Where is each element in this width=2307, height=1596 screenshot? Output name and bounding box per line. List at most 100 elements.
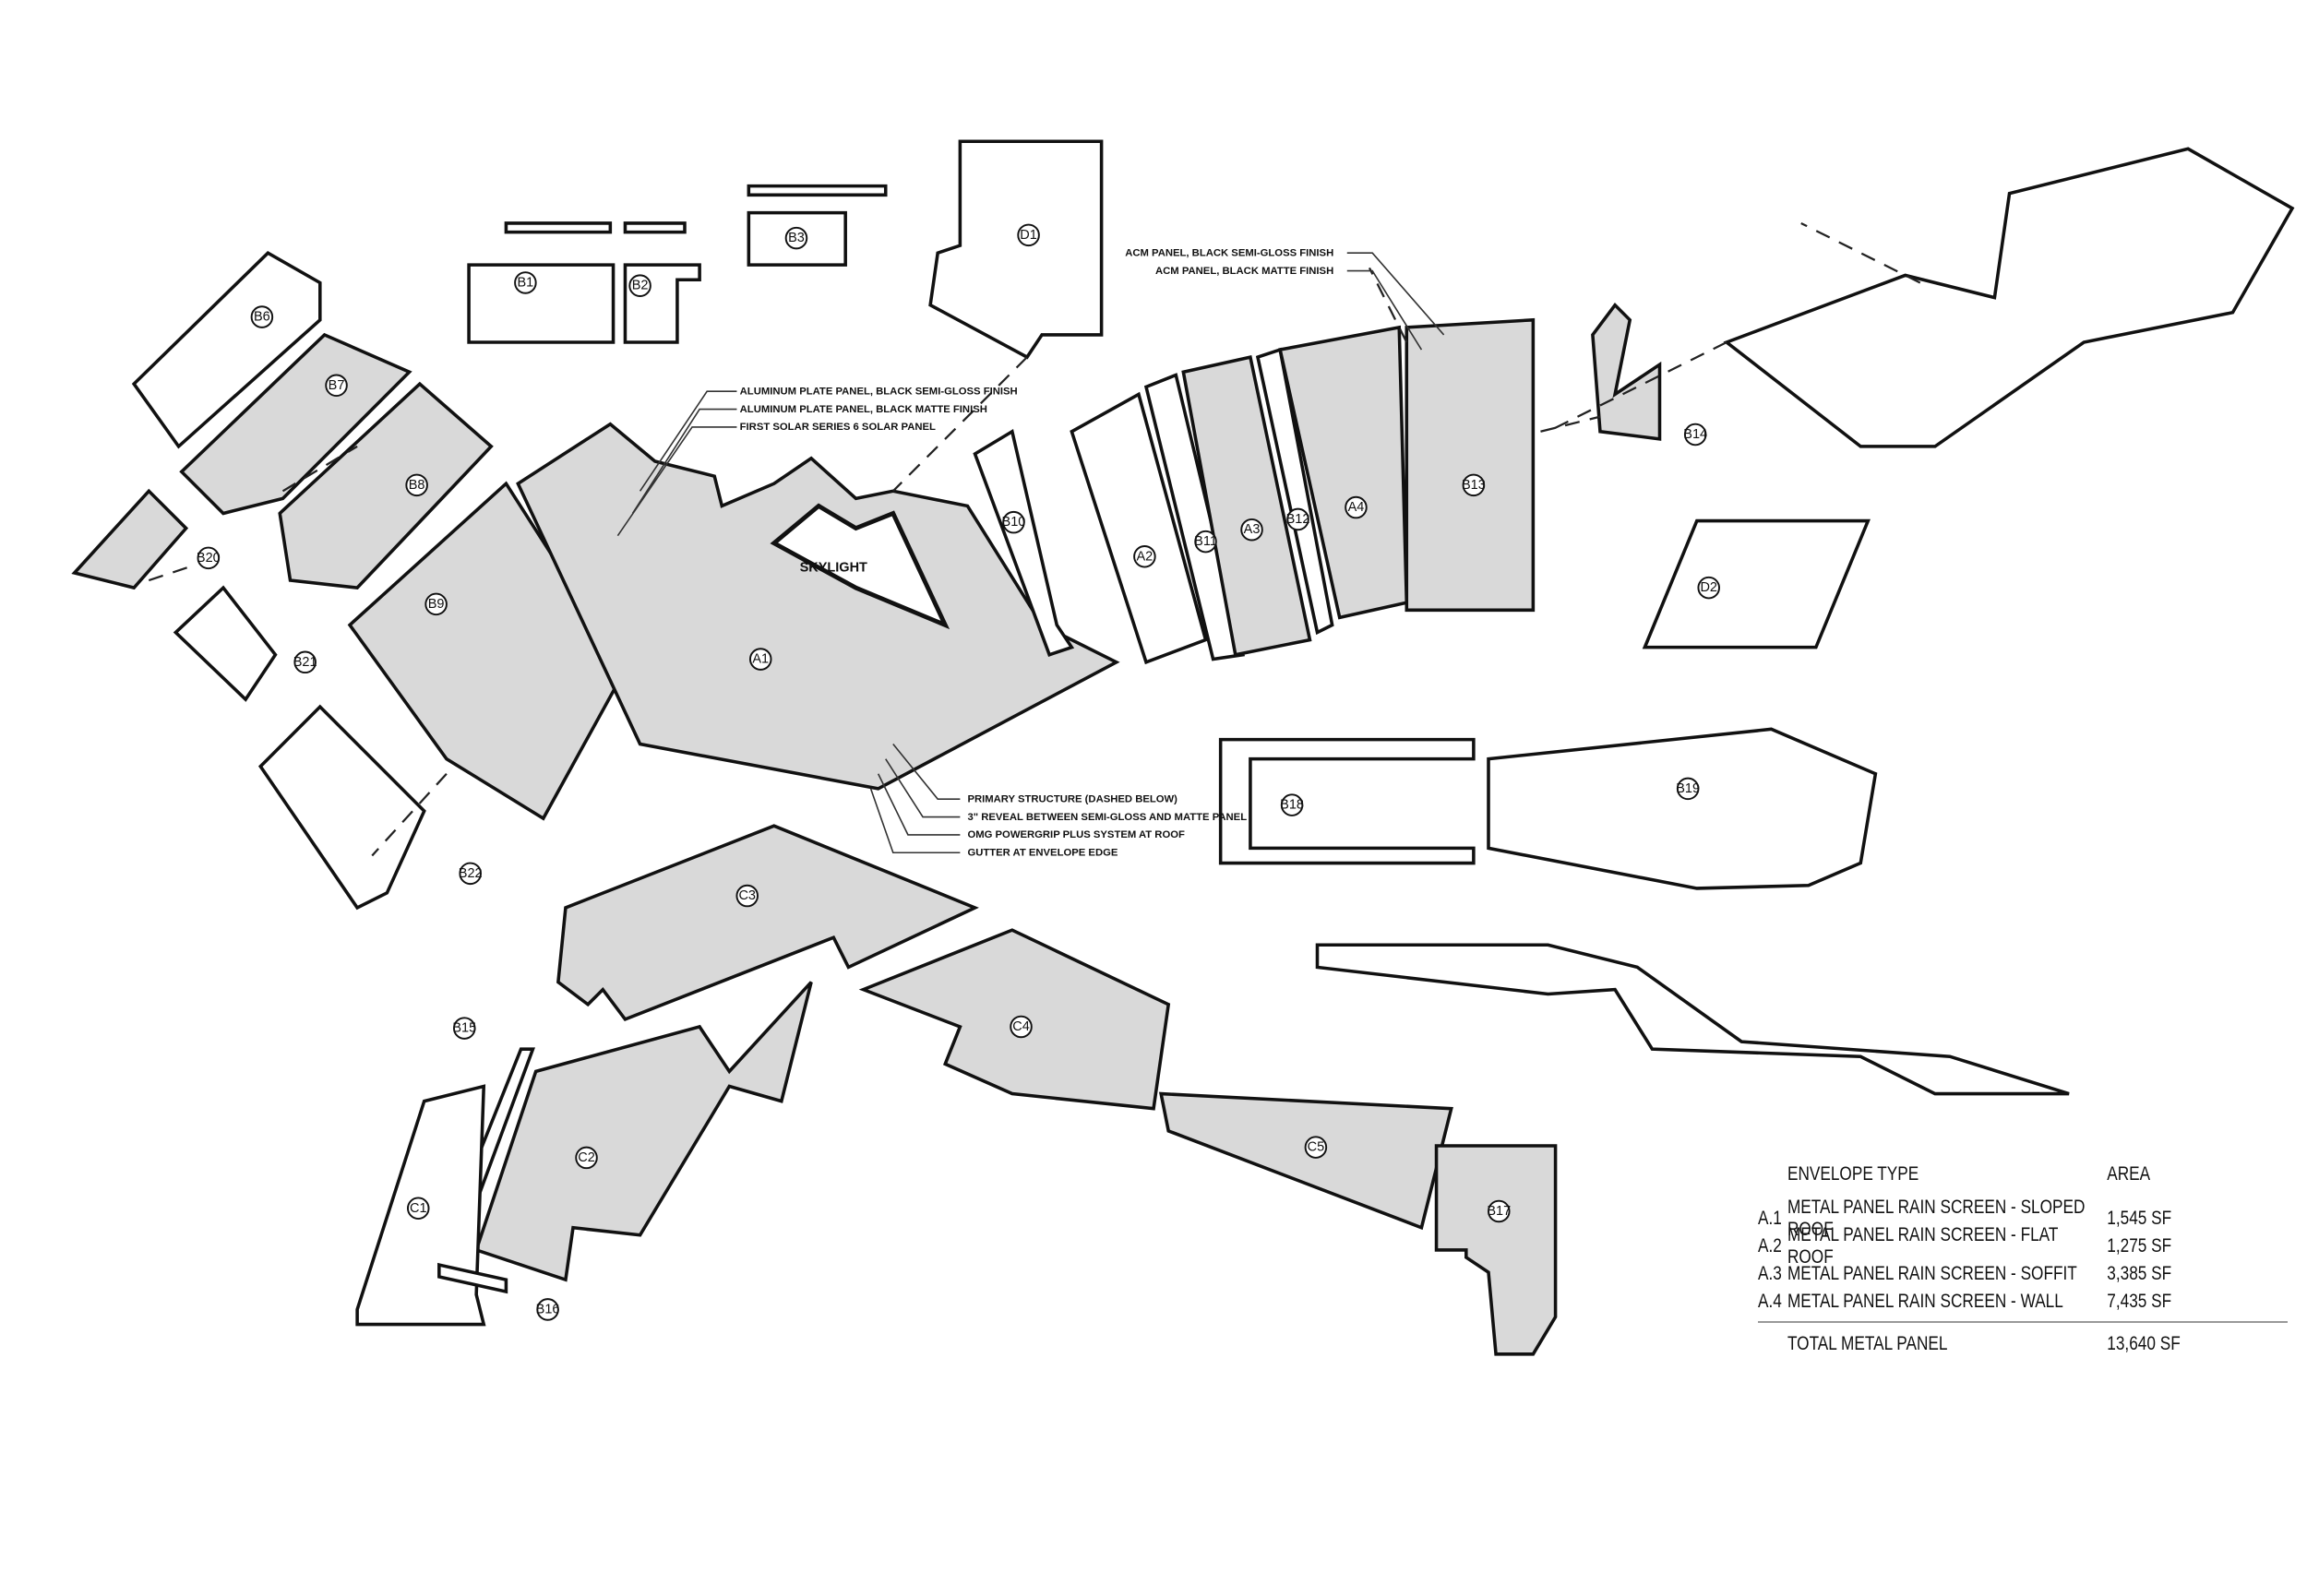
panel-b19: [1487, 727, 1878, 890]
svg-text:C1: C1: [410, 1201, 427, 1216]
row-area: 1,275 SF: [2107, 1235, 2172, 1257]
svg-text:C5: C5: [1308, 1140, 1325, 1155]
panel-tag: B10: [1002, 510, 1025, 534]
panel-tag: D1: [1017, 223, 1040, 247]
svg-text:B17: B17: [1487, 1204, 1511, 1219]
svg-text:B6: B6: [254, 310, 270, 325]
panel-b21: [173, 585, 278, 702]
total-label: TOTAL METAL PANEL: [1787, 1333, 1948, 1354]
panel-strip: [747, 184, 888, 197]
svg-text:B11: B11: [1194, 534, 1217, 549]
panel-tag: B17: [1487, 1199, 1511, 1223]
panel-tag: B9: [424, 592, 448, 616]
panel-d2: [1642, 518, 1871, 649]
svg-text:B2: B2: [632, 279, 649, 293]
row-code: A.1: [1758, 1208, 1782, 1229]
panel-b18: [1218, 737, 1476, 865]
header-envelope-type: ENVELOPE TYPE: [1787, 1163, 1919, 1185]
svg-text:C4: C4: [1012, 1019, 1030, 1034]
panel-tag: C2: [575, 1146, 598, 1170]
panel-b12: [1255, 347, 1334, 636]
notes-roof-bottom: PRIMARY STRUCTURE (DASHED BELOW) 3" REVE…: [869, 743, 1247, 858]
note-acm-matte: ACM PANEL, BLACK MATTE FINISH: [1155, 266, 1333, 277]
panel-tag: C3: [735, 884, 759, 908]
table-divider: [1758, 1321, 2288, 1323]
panel-d1: [928, 139, 1104, 360]
panel-tag: B2: [628, 274, 651, 297]
table-header: ENVELOPE TYPE AREA: [1758, 1161, 2193, 1188]
row-code: A.3: [1758, 1263, 1782, 1284]
svg-text:C2: C2: [578, 1150, 595, 1165]
panel-tag: A1: [748, 648, 772, 671]
svg-text:B8: B8: [409, 478, 425, 493]
svg-text:B15: B15: [452, 1021, 476, 1036]
panel-b22: [257, 704, 426, 911]
panel-strip: [623, 221, 687, 234]
svg-text:A3: A3: [1244, 522, 1261, 537]
panel-b6: [131, 251, 322, 449]
note-semi-gloss: ALUMINUM PLATE PANEL, BLACK SEMI-GLOSS F…: [740, 386, 1018, 397]
row-area: 3,385 SF: [2107, 1263, 2172, 1284]
dashed-projection-lines: [148, 221, 1921, 857]
svg-text:B3: B3: [788, 231, 805, 245]
panel-c3: [556, 824, 979, 1022]
svg-text:B19: B19: [1676, 781, 1700, 796]
panel-b1: [467, 263, 616, 344]
note-reveal: 3" REVEAL BETWEEN SEMI-GLOSS AND MATTE P…: [967, 812, 1247, 823]
svg-text:B20: B20: [197, 551, 221, 566]
panel-tag: B20: [197, 546, 221, 570]
panel-b16: [437, 1262, 508, 1294]
svg-text:B14: B14: [1683, 427, 1707, 442]
row-type: METAL PANEL RAIN SCREEN - SOFFIT: [1787, 1263, 2077, 1284]
panel-tag: B6: [250, 305, 274, 328]
panel-tag: B14: [1683, 423, 1707, 447]
svg-text:B1: B1: [518, 275, 534, 290]
panel-tag: C5: [1304, 1136, 1328, 1159]
panel-b17: [1434, 1144, 1558, 1356]
svg-text:B9: B9: [428, 597, 445, 612]
skylight-label: SKYLIGHT: [800, 560, 867, 575]
notes-acm: ACM PANEL, BLACK SEMI-GLOSS FINISH ACM P…: [1125, 247, 1445, 351]
svg-text:B21: B21: [293, 655, 317, 670]
panel-b7: [179, 332, 412, 516]
note-acm-semi-gloss: ACM PANEL, BLACK SEMI-GLOSS FINISH: [1125, 247, 1333, 258]
panel-b20: [71, 488, 189, 590]
svg-text:C3: C3: [738, 888, 756, 903]
panel-tag: B18: [1280, 793, 1304, 816]
panel-tag: B7: [325, 374, 348, 398]
panel-strip: [1315, 943, 2070, 1096]
svg-text:B13: B13: [1462, 478, 1486, 493]
note-primary-structure: PRIMARY STRUCTURE (DASHED BELOW): [967, 793, 1177, 804]
panel-b14: [1591, 302, 1662, 441]
panel-a1: [516, 422, 1120, 791]
note-omg: OMG POWERGRIP PLUS SYSTEM AT ROOF: [967, 829, 1185, 840]
panel-tag: B22: [459, 862, 483, 886]
panel-b8: [278, 381, 494, 590]
panel-tag: B12: [1286, 507, 1310, 531]
note-solar: FIRST SOLAR SERIES 6 SOLAR PANEL: [740, 422, 936, 433]
panel-tag: B15: [452, 1017, 476, 1040]
svg-text:B7: B7: [329, 378, 345, 393]
note-matte: ALUMINUM PLATE PANEL, BLACK MATTE FINISH: [740, 404, 987, 415]
panel-tag: A3: [1240, 518, 1263, 542]
row-type: METAL PANEL RAIN SCREEN - WALL: [1787, 1291, 2063, 1312]
panel-tag: B13: [1462, 473, 1486, 497]
panel-tag: A4: [1345, 495, 1368, 519]
panel-a2: [1070, 391, 1208, 665]
svg-text:B12: B12: [1286, 512, 1310, 527]
row-code: A.4: [1758, 1291, 1782, 1312]
panel-strip: [504, 221, 613, 234]
panel-tag: B19: [1676, 777, 1700, 801]
row-type: METAL PANEL RAIN SCREEN - SLOPED ROOF: [1787, 1197, 2086, 1240]
panel-tag: B3: [784, 226, 808, 250]
panel-b13: [1405, 317, 1536, 613]
svg-text:A4: A4: [1348, 500, 1365, 515]
header-area: AREA: [2107, 1163, 2151, 1185]
panel-tag: B1: [514, 271, 537, 294]
svg-text:B18: B18: [1280, 798, 1304, 813]
